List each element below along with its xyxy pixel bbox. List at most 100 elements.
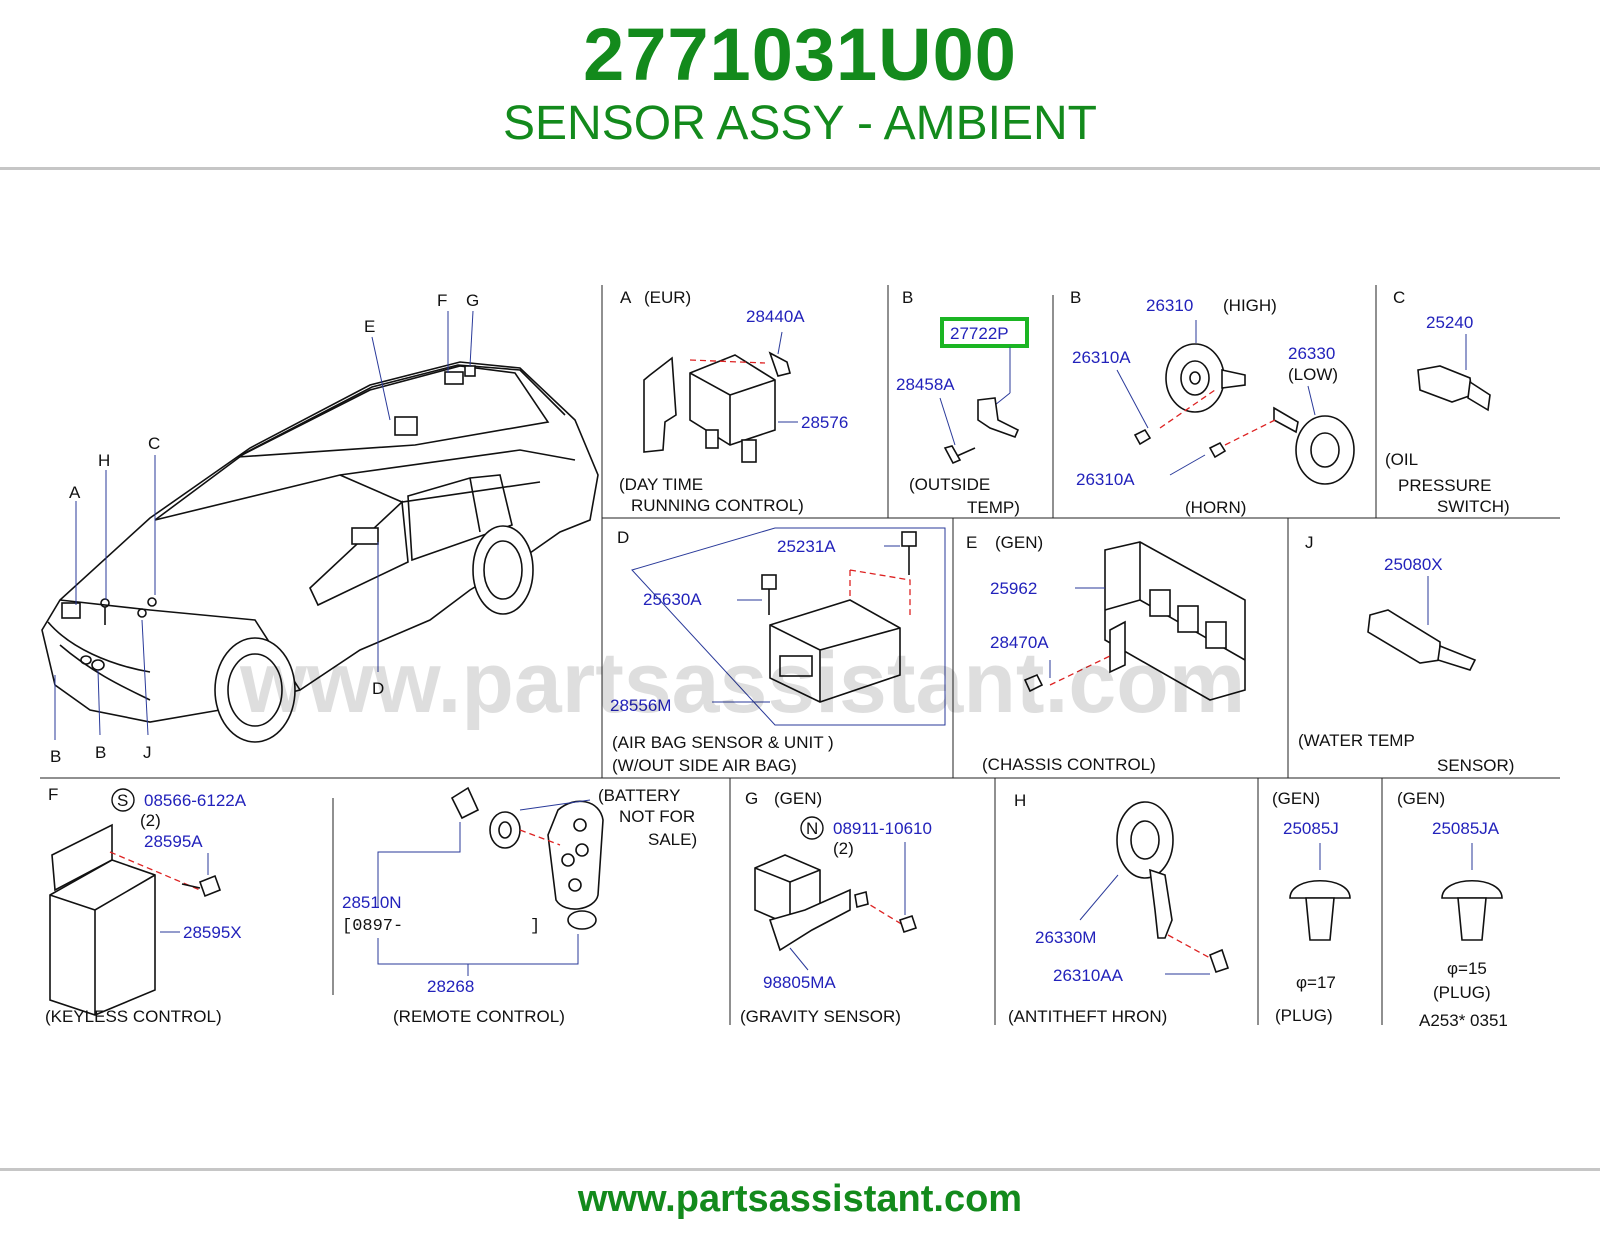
part-label[interactable]: 08566-6122A (144, 791, 247, 810)
remote-note: (BATTERY (598, 786, 681, 805)
part-label[interactable]: 25085JA (1432, 819, 1500, 838)
part-label[interactable]: 28268 (427, 977, 474, 996)
panel-caption: TEMP) (967, 498, 1020, 517)
group-letter: D (617, 528, 629, 547)
region-label: (GEN) (1397, 789, 1445, 808)
group-letter: B (902, 288, 913, 307)
panel-caption: (OIL (1385, 450, 1418, 469)
plug-size: φ=15 (1447, 959, 1487, 978)
group-letter: A (620, 288, 632, 307)
part-label[interactable]: 28595X (183, 923, 242, 942)
parts-diagram: F G E C H A D B B J A (EUR) 28440A 28576… (40, 285, 1560, 1030)
group-letter: E (966, 533, 977, 552)
panel-caption: (GRAVITY SENSOR) (740, 1007, 901, 1026)
panel-caption: (DAY TIME (619, 475, 703, 494)
locator-label: B (95, 743, 106, 762)
part-label[interactable]: 28576 (801, 413, 848, 432)
group-letter: C (1393, 288, 1405, 307)
panel-caption: (WATER TEMP (1298, 731, 1415, 750)
locator-label: G (466, 291, 479, 310)
symbol-letter: N (806, 819, 818, 838)
part-label[interactable]: 28440A (746, 307, 805, 326)
panel-e-chassis-control: E (GEN) 25962 28470A (CHASSIS CONTROL) (966, 533, 1246, 774)
part-label[interactable]: 26330M (1035, 928, 1096, 947)
region-label: (GEN) (774, 789, 822, 808)
panel-caption: (ANTITHEFT HRON) (1008, 1007, 1167, 1026)
s-symbol-icon (111, 788, 135, 812)
locator-label: C (148, 434, 160, 453)
group-letter: B (1070, 288, 1081, 307)
panel-j-water-temp-sensor: J 25080X (WATER TEMP SENSOR) (1298, 533, 1514, 775)
footer-divider (0, 1168, 1600, 1171)
plug-size: φ=17 (1296, 973, 1336, 992)
locator-label: J (143, 743, 152, 762)
part-label[interactable]: 26330 (1288, 344, 1335, 363)
part-label[interactable]: 25630A (643, 590, 702, 609)
panel-h-antitheft-horn: H 26330M 26310AA (ANTITHEFT HRON) (1008, 791, 1230, 1026)
panel-caption: (AIR BAG SENSOR & UNIT ) (612, 733, 834, 752)
panel-caption: (PLUG) (1433, 983, 1491, 1002)
part-label[interactable]: 25240 (1426, 313, 1473, 332)
region-label: (GEN) (995, 533, 1043, 552)
part-label[interactable]: 28556M (610, 696, 671, 715)
panel-plug-17: (GEN) 25085J φ=17 (PLUG) (1272, 789, 1351, 1025)
panel-caption: RUNNING CONTROL) (631, 496, 804, 515)
locator-label: F (437, 291, 447, 310)
website-link[interactable]: www.partsassistant.com (577, 1178, 1023, 1220)
locator-label: B (50, 747, 61, 766)
watermark: www.partsassistant.com (239, 635, 1245, 731)
date-range: [0897- (342, 917, 403, 936)
part-description: SENSOR ASSY - AMBIENT (503, 97, 1097, 150)
part-label[interactable]: 25231A (777, 537, 836, 556)
part-label[interactable]: 26310A (1076, 470, 1135, 489)
panel-caption: (W/OUT SIDE AIR BAG) (612, 756, 797, 775)
panel-b-horn: B 26310 (HIGH) 26310A 26330 (LOW) 26310A… (1070, 288, 1355, 517)
locator-label: H (98, 451, 110, 470)
part-label[interactable]: 25080X (1384, 555, 1443, 574)
panel-d-air-bag-sensor: D 25231A 25630A 28556M (AIR BAG SENSOR &… (610, 527, 946, 775)
remote-note: SALE) (648, 830, 697, 849)
group-letter: J (1305, 533, 1314, 552)
panel-caption: (CHASSIS CONTROL) (982, 755, 1156, 774)
region-label: (GEN) (1272, 789, 1320, 808)
part-label[interactable]: 25962 (990, 579, 1037, 598)
region-label: (EUR) (644, 288, 691, 307)
locator-label: D (372, 679, 384, 698)
panel-caption: SENSOR) (1437, 756, 1514, 775)
part-label[interactable]: 25085J (1283, 819, 1339, 838)
part-label[interactable]: 08911-10610 (833, 819, 932, 838)
horn-note: (LOW) (1288, 365, 1338, 384)
panel-caption: SWITCH) (1437, 497, 1510, 516)
panel-caption: (PLUG) (1275, 1006, 1333, 1025)
panel-caption: (HORN) (1185, 498, 1246, 517)
panel-caption: (REMOTE CONTROL) (393, 1007, 565, 1026)
car-illustration: F G E C H A D B B J (41, 291, 599, 766)
date-range-end: ] (530, 917, 540, 936)
panel-caption: (KEYLESS CONTROL) (45, 1007, 222, 1026)
part-label[interactable]: 28595A (144, 832, 203, 851)
quantity-label: (2) (140, 811, 161, 830)
group-letter: G (745, 789, 758, 808)
panel-g-gravity-sensor: G (GEN) N 08911-10610 (2) 98805MA (GRAVI… (740, 789, 932, 1026)
part-label[interactable]: 28510N (342, 893, 402, 912)
remote-note: NOT FOR (619, 807, 695, 826)
horn-note: (HIGH) (1223, 296, 1277, 315)
symbol-letter: S (117, 791, 128, 810)
quantity-label: (2) (833, 839, 854, 858)
panel-grid (40, 285, 1560, 1025)
panel-b-outside-temp: B 27722P 28458A (OUTSIDE TEMP) (896, 288, 1029, 517)
part-label[interactable]: 26310AA (1053, 966, 1124, 985)
part-label[interactable]: 98805MA (763, 973, 836, 992)
part-label[interactable]: 28458A (896, 375, 955, 394)
group-letter: F (48, 785, 58, 804)
header-divider (0, 167, 1600, 170)
n-symbol-icon (800, 816, 824, 840)
part-label[interactable]: 26310 (1146, 296, 1193, 315)
locator-label: A (69, 483, 81, 502)
highlighted-part-box (940, 317, 1029, 348)
highlighted-part-label[interactable]: 27722P (950, 324, 1009, 343)
panel-caption: PRESSURE (1398, 476, 1492, 495)
part-label[interactable]: 26310A (1072, 348, 1131, 367)
panel-remote-control: (BATTERY NOT FOR SALE) 28510N [0897- ] 2… (342, 786, 697, 1026)
part-label[interactable]: 28470A (990, 633, 1049, 652)
